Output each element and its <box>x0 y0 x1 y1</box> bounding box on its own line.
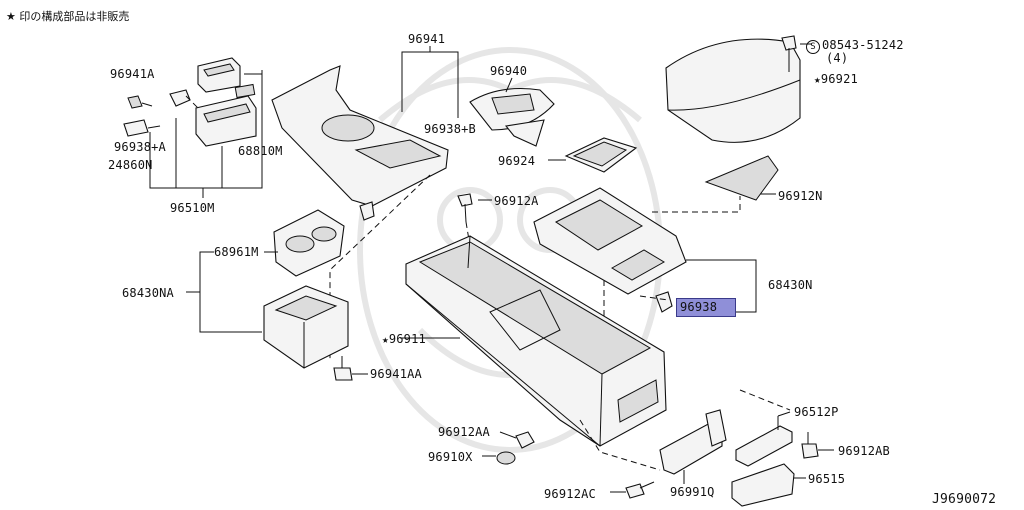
tray-96924 <box>548 137 638 173</box>
label-68430N[interactable]: 68430N <box>768 278 813 292</box>
cup-holder-68961M <box>273 209 345 277</box>
label-96941AA[interactable]: 96941AA <box>370 367 422 381</box>
star-icon: ★ <box>814 73 821 86</box>
bracket-68430NA <box>186 251 349 369</box>
label-68961M[interactable]: 68961M <box>214 245 259 259</box>
label-96911[interactable]: ★96911 <box>382 332 426 346</box>
armrest-lid-96921 <box>665 35 812 143</box>
label-96938B[interactable]: 96938+B <box>424 122 476 136</box>
label-08543-qty: (4) <box>826 51 849 65</box>
label-96938A[interactable]: 96938+A <box>114 140 166 154</box>
shift-plate-96940 <box>469 77 555 147</box>
switch-bezel-group <box>123 57 263 198</box>
main-console-96911 <box>400 235 667 471</box>
diagram-code: J9690072 <box>932 492 997 507</box>
non-sale-note: ★ 印の構成部品は非販売 <box>6 10 130 23</box>
star-icon: ★ <box>382 333 389 346</box>
label-96940[interactable]: 96940 <box>490 64 528 78</box>
label-96991Q[interactable]: 96991Q <box>670 485 715 499</box>
label-96912AB[interactable]: 96912AB <box>838 444 890 458</box>
label-96912AA[interactable]: 96912AA <box>438 425 490 439</box>
service-mark-icon: S <box>806 40 820 54</box>
label-96515[interactable]: 96515 <box>808 472 846 486</box>
small-parts-bottom <box>482 431 655 499</box>
label-96510M[interactable]: 96510M <box>170 201 215 215</box>
label-96512P[interactable]: 96512P <box>794 405 839 419</box>
console-finisher-96941 <box>271 46 459 360</box>
label-68810M[interactable]: 68810M <box>238 144 283 158</box>
screw-96941AA <box>333 356 368 381</box>
label-96910X[interactable]: 96910X <box>428 450 473 464</box>
screw-96912A <box>457 193 492 247</box>
cover-96515 <box>731 463 806 507</box>
label-96938-highlighted[interactable]: 96938 <box>676 298 736 317</box>
screw-96912AB <box>801 432 834 459</box>
label-96912AC[interactable]: 96912AC <box>544 487 596 501</box>
label-24860N[interactable]: 24860N <box>108 158 153 172</box>
label-68430NA[interactable]: 68430NA <box>122 286 174 300</box>
bracket-96512P <box>735 389 793 467</box>
bracket-96991Q <box>659 409 727 484</box>
pad-96912N <box>704 155 779 201</box>
label-96941[interactable]: 96941 <box>408 32 446 46</box>
console-box-68430N <box>533 187 757 370</box>
label-96941A[interactable]: 96941A <box>110 67 155 81</box>
label-96912A[interactable]: 96912A <box>494 194 539 208</box>
label-96912N[interactable]: 96912N <box>778 189 823 203</box>
label-96921[interactable]: ★96921 <box>814 72 858 86</box>
label-96924[interactable]: 96924 <box>498 154 536 168</box>
